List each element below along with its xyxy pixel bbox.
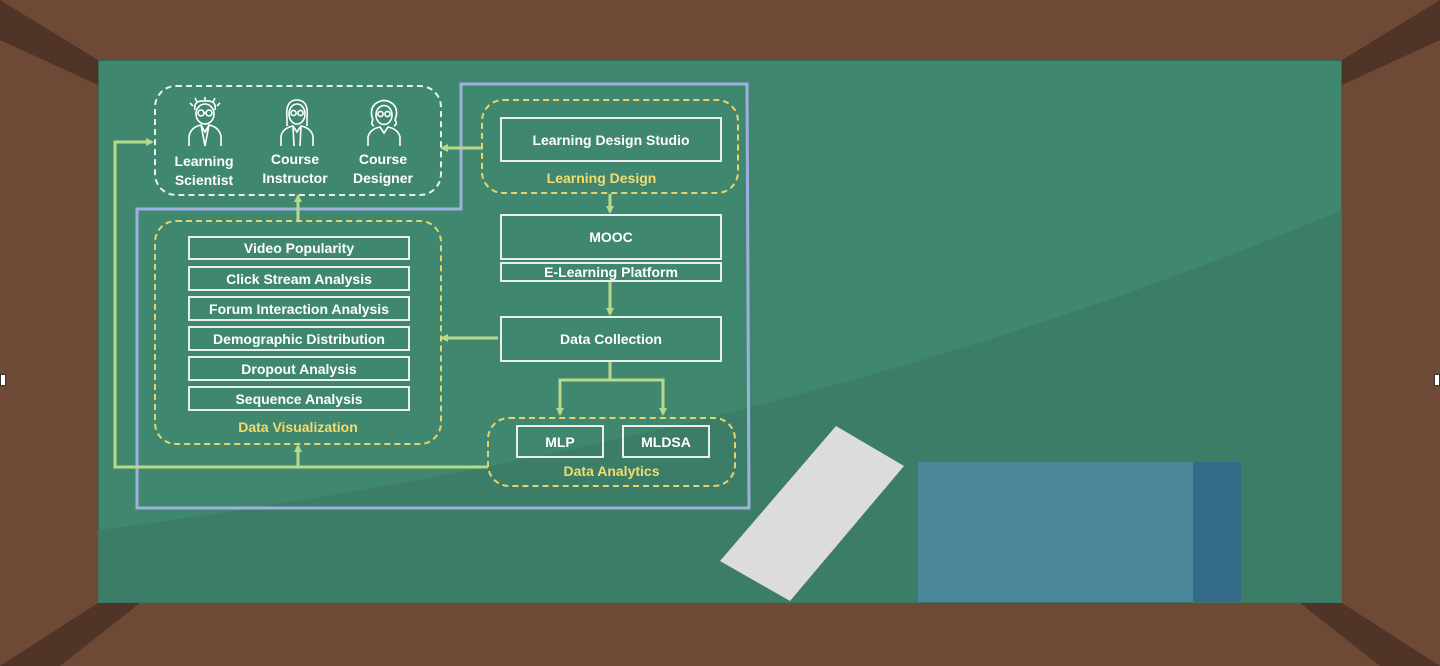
instructor-icon — [280, 99, 314, 147]
role-line2: Scientist — [174, 172, 234, 188]
mooc-box: MOOC — [500, 214, 722, 260]
role-line1: Course — [270, 151, 320, 167]
viz-item: Forum Interaction Analysis — [188, 296, 410, 321]
viz-item: Sequence Analysis — [188, 386, 410, 411]
learning-design-label: Learning Design — [546, 170, 657, 186]
right-edge-handle[interactable] — [1434, 374, 1440, 386]
scientist-icon — [188, 97, 222, 147]
role-line2: Instructor — [262, 170, 328, 186]
elearning-platform-box: E-Learning Platform — [500, 262, 722, 282]
left-edge-handle[interactable] — [0, 374, 6, 386]
mlp-box: MLP — [516, 425, 604, 458]
role-line1: Learning — [174, 153, 234, 169]
viz-item: Dropout Analysis — [188, 356, 410, 381]
learning-design-studio-box: Learning Design Studio — [500, 117, 722, 162]
designer-icon — [367, 99, 401, 146]
role-course-designer: Course Designer — [338, 150, 428, 188]
data-analytics-label: Data Analytics — [563, 463, 660, 479]
data-collection-box: Data Collection — [500, 316, 722, 362]
role-learning-scientist: Learning Scientist — [159, 152, 249, 190]
roles-group — [154, 85, 442, 196]
data-analytics-group — [487, 417, 736, 487]
viz-item: Demographic Distribution — [188, 326, 410, 351]
data-visualization-label: Data Visualization — [238, 419, 358, 435]
viz-item: Click Stream Analysis — [188, 266, 410, 291]
learning-design-group — [481, 99, 739, 194]
role-line1: Course — [358, 151, 408, 167]
mldsa-box: MLDSA — [622, 425, 710, 458]
data-visualization-group — [154, 220, 442, 445]
viz-item: Video Popularity — [188, 236, 410, 260]
role-line2: Designer — [353, 170, 413, 186]
role-course-instructor: Course Instructor — [250, 150, 340, 188]
